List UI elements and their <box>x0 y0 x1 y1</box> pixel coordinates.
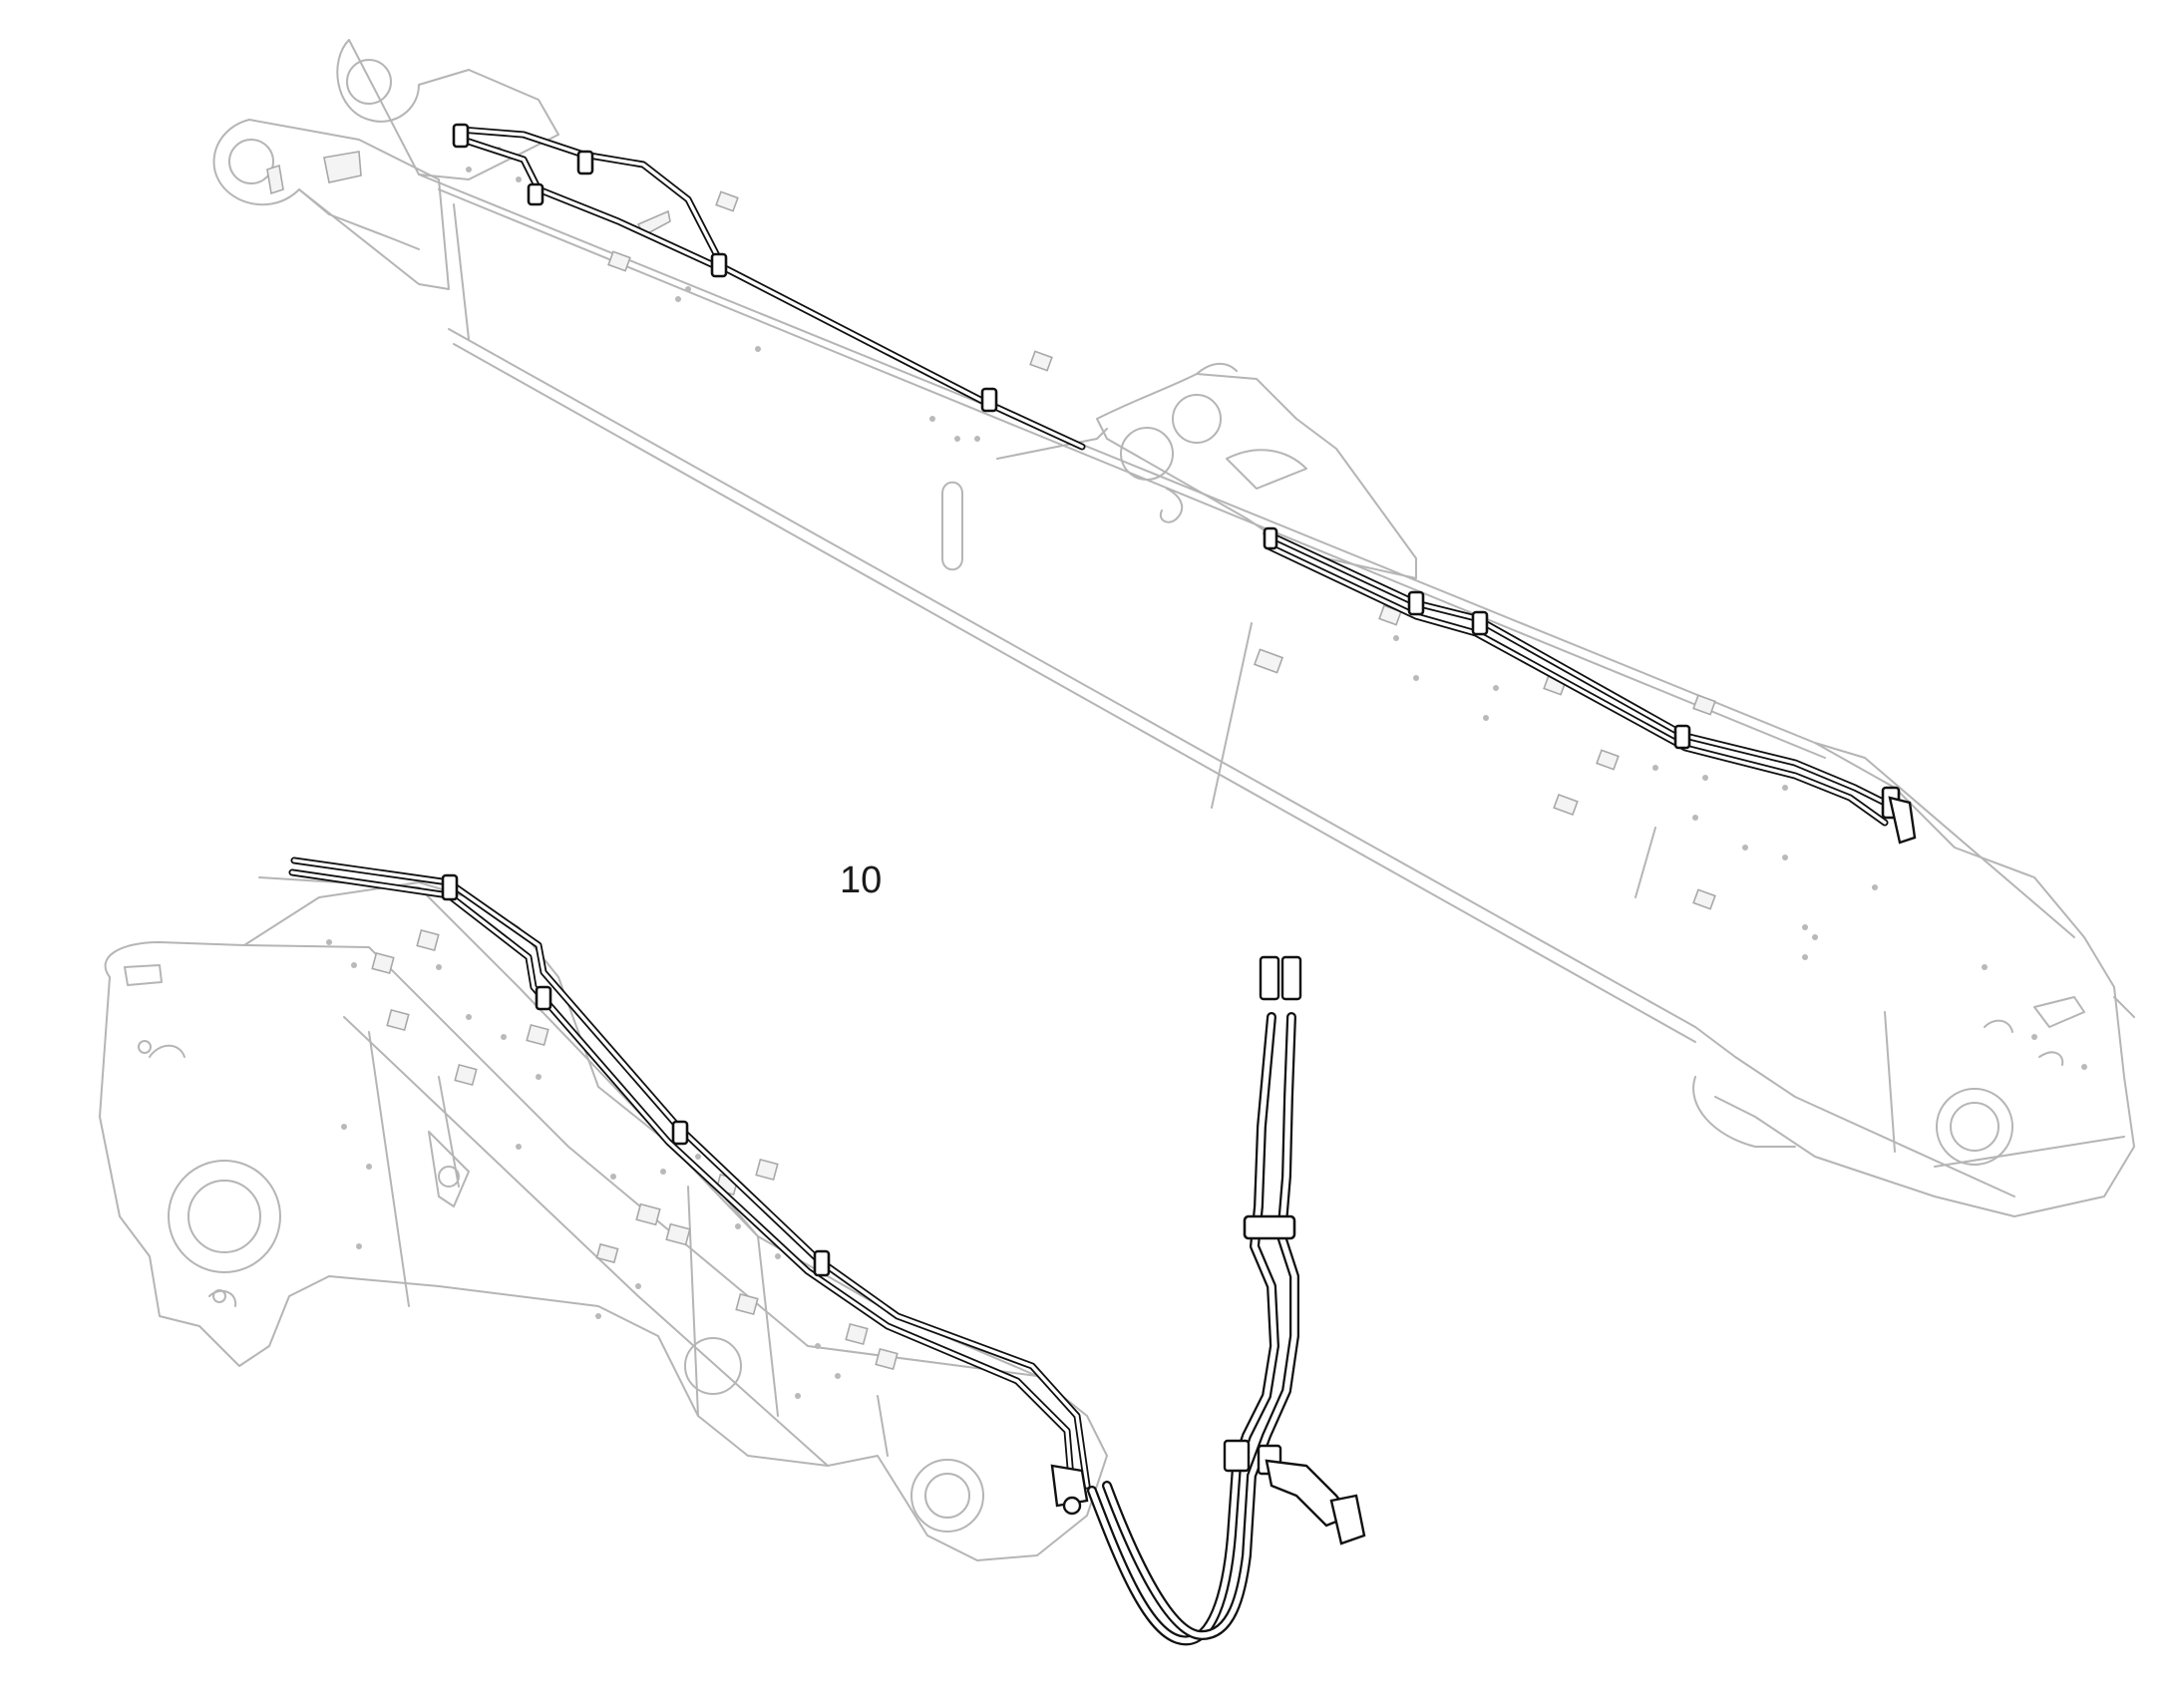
arm-pipe-line <box>452 123 1917 845</box>
arm-structure <box>212 39 2135 1217</box>
boom-structure <box>99 876 1108 1561</box>
hose-assembly <box>1087 955 1366 1646</box>
callout-number: 10 <box>840 859 883 901</box>
boom-pipe-line <box>288 856 1091 1516</box>
